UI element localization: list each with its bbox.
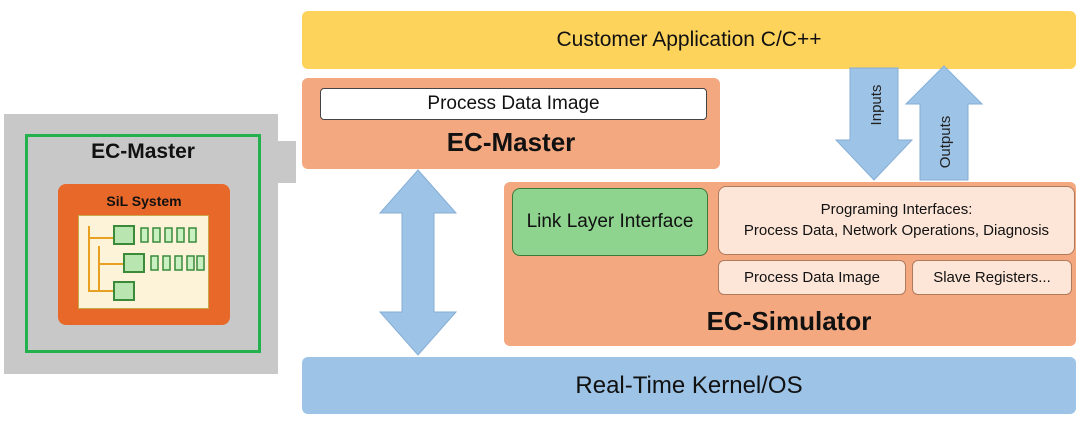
link-layer-interface: Link Layer Interface — [512, 188, 708, 256]
outputs-label: Outputs — [937, 116, 954, 169]
device-inner-frame — [25, 134, 261, 353]
outputs-arrow-icon — [904, 65, 984, 181]
inputs-arrow-icon — [834, 67, 914, 181]
programming-interfaces-title: Programing Interfaces: — [820, 201, 973, 219]
device-title: EC-Master — [91, 140, 195, 163]
ec-simulator-title: EC-Simulator — [706, 306, 872, 336]
sil-system-title: SiL System — [106, 193, 182, 209]
device-connector-tab — [278, 141, 296, 183]
sil-circuit-board — [78, 215, 209, 309]
circuit-icon — [88, 225, 205, 301]
programming-interfaces-box: Programing Interfaces: Process Data, Net… — [718, 186, 1075, 255]
real-time-kernel-bar: Real-Time Kernel/OS — [302, 357, 1076, 414]
slave-registers-box: Slave Registers... — [912, 260, 1072, 295]
inputs-label: Inputs — [868, 85, 885, 126]
simulator-process-data-image: Process Data Image — [718, 260, 906, 295]
ec-master-title: EC-Master — [446, 127, 576, 157]
master-process-data-image: Process Data Image — [320, 88, 707, 120]
double-arrow-icon — [378, 169, 458, 356]
programming-interfaces-body: Process Data, Network Operations, Diagno… — [743, 221, 1050, 239]
customer-application-bar: Customer Application C/C++ — [302, 11, 1076, 69]
